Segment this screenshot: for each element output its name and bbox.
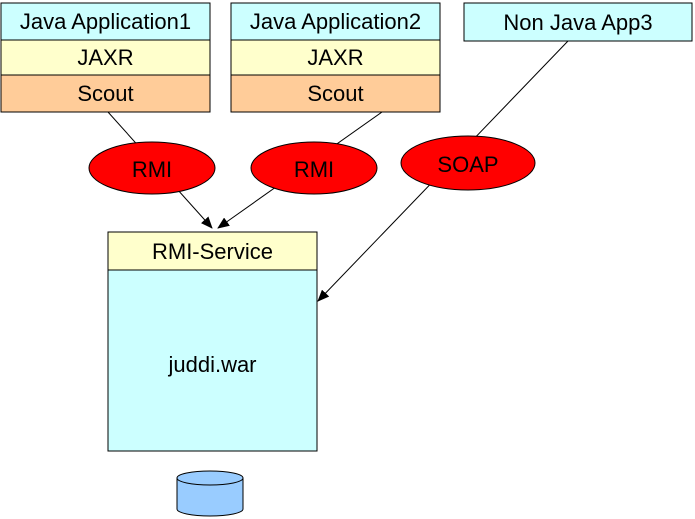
database-cylinder-icon xyxy=(176,470,244,517)
protocol-soap-label: SOAP xyxy=(437,152,498,177)
app3-title: Non Java App3 xyxy=(503,10,652,35)
service-body-label: juddi.war xyxy=(167,352,256,377)
app1-scout-label: Scout xyxy=(77,81,133,106)
app1-title: Java Application1 xyxy=(20,9,191,34)
database-top xyxy=(176,470,244,486)
protocol-rmi-2: RMI xyxy=(250,141,378,195)
protocol-soap: SOAP xyxy=(400,135,536,191)
service-header-label: RMI-Service xyxy=(152,239,273,264)
protocol-rmi-2-ellipse xyxy=(250,141,378,195)
service-body-box xyxy=(107,269,318,452)
protocol-rmi-1-ellipse xyxy=(88,141,216,195)
app3-title-box xyxy=(463,2,693,42)
app2-title: Java Application2 xyxy=(250,9,421,34)
app1-jaxr-box xyxy=(0,39,211,76)
app2-jaxr-label: JAXR xyxy=(307,45,363,70)
database-body xyxy=(176,478,244,517)
app1-title-box xyxy=(0,2,211,41)
non-java-application-3: Non Java App3 xyxy=(463,2,693,42)
java-application-1: Java Application1 JAXR Scout xyxy=(0,2,211,113)
protocol-soap-ellipse xyxy=(400,135,536,191)
protocol-rmi-2-label: RMI xyxy=(294,157,334,182)
app1-jaxr-label: JAXR xyxy=(77,45,133,70)
app2-scout-label: Scout xyxy=(307,81,363,106)
app1-scout-box xyxy=(0,74,211,113)
java-application-2: Java Application2 JAXR Scout xyxy=(230,2,441,113)
juddi-service: RMI-Service juddi.war xyxy=(107,231,318,452)
app2-scout-box xyxy=(230,74,441,113)
service-header-box xyxy=(107,231,318,271)
protocol-rmi-1-label: RMI xyxy=(132,157,172,182)
protocol-rmi-1: RMI xyxy=(88,141,216,195)
